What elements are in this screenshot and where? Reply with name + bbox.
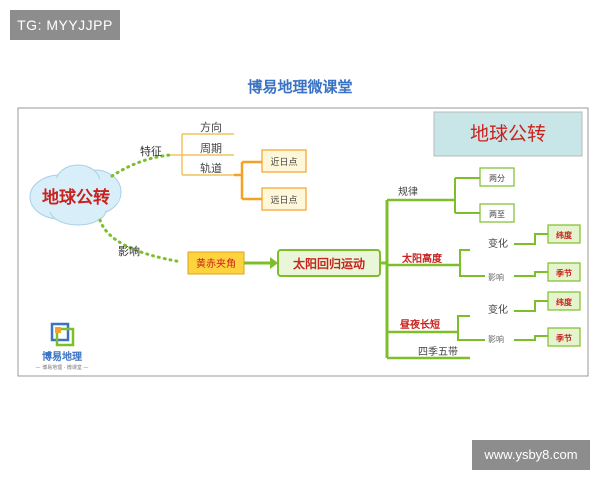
day-length-label: 昼夜长短: [400, 318, 440, 331]
sun-height-season-label: 季节: [555, 268, 572, 278]
ecliptic-obliquity-label: 黄赤夹角: [196, 257, 236, 270]
solstices-label: 两至: [489, 210, 505, 219]
feature-item-orbit: 轨道: [200, 161, 222, 175]
law-label: 规律: [398, 185, 418, 198]
day-length-change-label: 变化: [488, 303, 508, 316]
day-length-latitude-label: 纬度: [556, 297, 573, 307]
arrow-head-icon: [270, 257, 278, 269]
header-box: [433, 111, 583, 157]
day-length-season-label: 季节: [555, 333, 572, 343]
dotted-connector-features: [110, 153, 172, 178]
watermark-badge-top: TG: MYYJJPP: [10, 10, 120, 40]
day-length-bracket: [457, 315, 485, 341]
sun-height-season-node: [547, 262, 581, 282]
solstices-node: [479, 203, 515, 223]
sun-motion-label: 太阳回归运动: [293, 256, 365, 271]
day-length-season-node: [547, 327, 581, 347]
law-bracket: [454, 177, 480, 214]
four-seasons-label: 四季五带: [418, 346, 458, 358]
logo-name: 博易地理: [42, 350, 82, 363]
aphelion-node: [261, 187, 307, 211]
dotted-connector-influence: [98, 218, 184, 264]
sun-height-change-label: 变化: [488, 237, 508, 250]
day-length-latitude-node: [547, 291, 581, 311]
page-title: 博易地理微课堂: [247, 78, 353, 96]
sun-height-label: 太阳高度: [401, 252, 443, 265]
sun-height-bracket: [459, 249, 485, 277]
influence-label: 影响: [118, 245, 140, 258]
logo-slogan: — 博易地理 · 微课堂 —: [36, 364, 89, 371]
sun-height-effect-label: 影响: [488, 272, 504, 282]
perihelion-node: [261, 149, 307, 173]
sun-height-latitude-label: 纬度: [556, 230, 573, 240]
equinoxes-node: [479, 167, 515, 187]
features-label: 特征: [140, 144, 162, 158]
day-length-effect-label: 影响: [488, 334, 504, 344]
perihelion-label: 近日点: [270, 156, 297, 168]
orbit-bracket: [234, 162, 244, 199]
aphelion-label: 远日点: [270, 195, 297, 206]
sun-height-latitude-node: [547, 224, 581, 244]
equinoxes-label: 两分: [489, 174, 505, 183]
logo-icon: [50, 322, 75, 347]
feature-item-direction: 方向: [200, 120, 222, 134]
central-cloud-node: [29, 164, 122, 226]
central-node-label: 地球公转: [42, 187, 110, 208]
header-box-label: 地球公转: [470, 123, 546, 145]
watermark-badge-bottom: www.ysby8.com: [472, 440, 590, 470]
feature-item-period: 周期: [200, 142, 222, 155]
